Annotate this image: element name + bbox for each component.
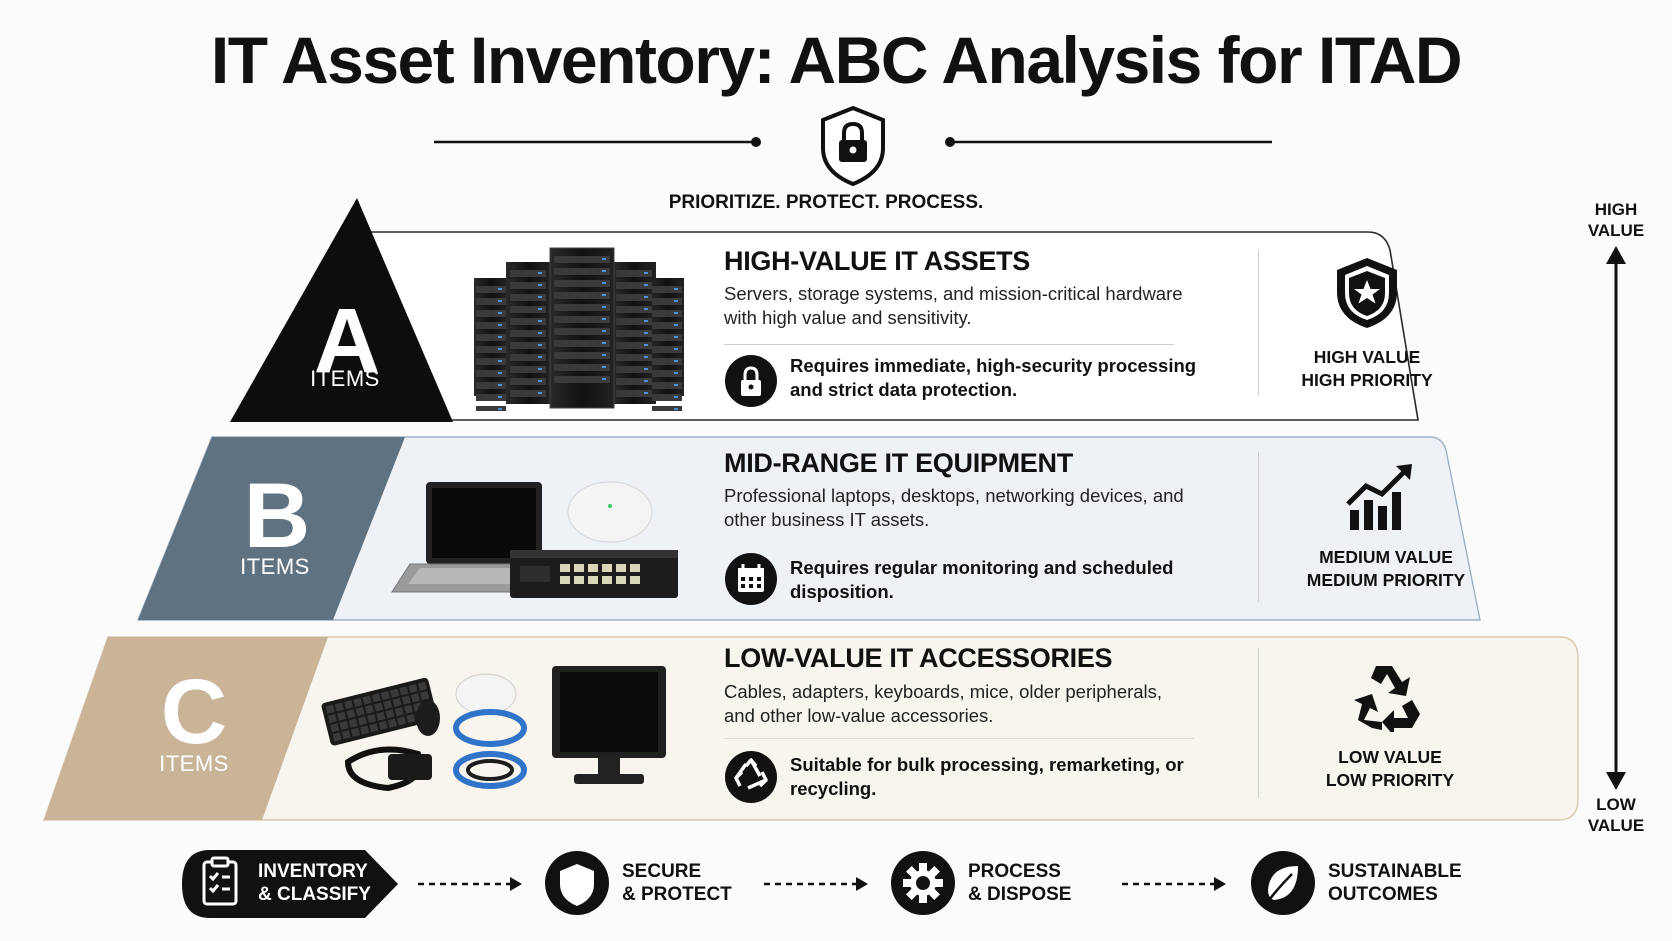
shield-lock-icon	[821, 105, 885, 187]
recycle-icon	[725, 751, 777, 803]
tier-a-heading: HIGH-VALUE IT ASSETS	[724, 246, 1031, 276]
shield-icon	[545, 851, 609, 915]
tier-a-divider	[1258, 250, 1259, 395]
axis-low-label: LOW VALUE	[1587, 795, 1645, 835]
step-inventory-label: INVENTORY & CLASSIFY	[258, 861, 371, 905]
tier-b-description: Professional laptops, desktops, networki…	[724, 485, 1184, 530]
server-rack-illustration	[474, 247, 684, 411]
tier-b-letter: B	[243, 465, 311, 567]
laptop-router-switch-illustration	[391, 481, 678, 598]
inventory-step-badge	[182, 850, 398, 918]
tier-a-items-label: ITEMS	[310, 366, 380, 391]
tier-c-description: Cables, adapters, keyboards, mice, older…	[724, 681, 1163, 726]
tier-b-heading: MID-RANGE IT EQUIPMENT	[724, 448, 1073, 478]
accessories-illustration	[321, 666, 666, 792]
tier-b-badge: MEDIUM VALUE MEDIUM PRIORITY	[1306, 547, 1466, 590]
tier-a-badge: HIGH VALUE HIGH PRIORITY	[1301, 347, 1433, 390]
tier-c-separator	[724, 738, 1194, 739]
flow-arrow	[1122, 877, 1226, 891]
tier-c-divider	[1258, 648, 1259, 798]
tier-a-triangle	[230, 198, 453, 422]
title-divider	[434, 105, 1272, 187]
tier-a-letter: A	[313, 290, 381, 392]
lock-icon	[725, 355, 777, 407]
flow-arrow	[418, 877, 522, 891]
tier-b-letter-panel	[138, 437, 405, 620]
tier-c-note: Suitable for bulk processing, remarketin…	[790, 754, 1184, 799]
step-sustainable-label: SUSTAINABLE OUTCOMES	[1328, 861, 1462, 905]
calendar-icon	[725, 553, 777, 605]
star-shield-icon	[1337, 258, 1397, 328]
axis-high-label: HIGH VALUE	[1587, 200, 1645, 240]
tier-c-letter-panel	[44, 637, 328, 820]
tier-b-note: Requires regular monitoring and schedule…	[790, 557, 1174, 602]
step-secure-label: SECURE & PROTECT	[622, 861, 732, 905]
recycle-icon	[1354, 666, 1420, 732]
page-title: IT Asset Inventory: ABC Analysis for ITA…	[210, 23, 1463, 97]
tagline: PRIORITIZE. PROTECT. PROCESS.	[668, 192, 984, 213]
tier-a-separator	[724, 344, 1174, 345]
step-process-label: PROCESS & DISPOSE	[968, 861, 1072, 905]
tier-b-items-label: ITEMS	[240, 554, 310, 579]
tier-a-note: Requires immediate, high-security proces…	[790, 355, 1197, 400]
clipboard-checklist-icon	[202, 856, 238, 906]
gear-icon	[891, 851, 955, 915]
tier-c-items-label: ITEMS	[159, 751, 229, 776]
tier-a-description: Servers, storage systems, and mission-cr…	[724, 283, 1183, 328]
growth-chart-icon	[1346, 464, 1412, 530]
tier-c-badge: LOW VALUE LOW PRIORITY	[1325, 747, 1455, 790]
tier-b-divider	[1258, 452, 1259, 602]
tier-c-letter: C	[160, 661, 228, 763]
flow-arrow	[764, 877, 868, 891]
tier-c-heading: LOW-VALUE IT ACCESSORIES	[724, 643, 1113, 673]
leaf-icon	[1251, 851, 1315, 915]
value-axis-arrow	[1606, 246, 1626, 790]
